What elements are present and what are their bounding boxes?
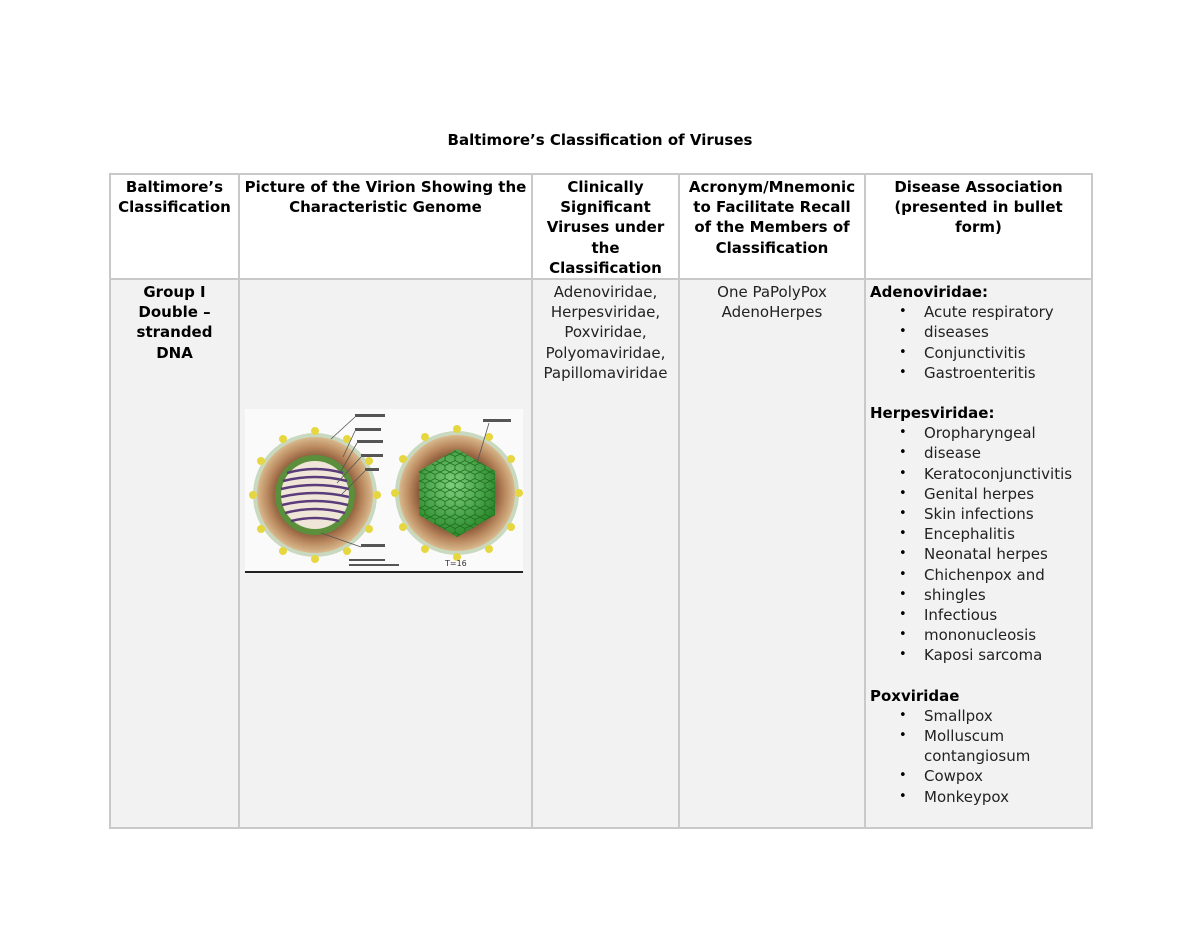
group-line: DNA (156, 343, 193, 362)
bullet-icon: • (899, 526, 907, 542)
header-disease: Disease Association (presented in bullet… (864, 172, 1093, 281)
bullet-icon: • (899, 728, 907, 744)
disease-item-text: mononucleosis (924, 626, 1037, 645)
disease-item-text: Genital herpes (924, 484, 1035, 503)
disease-list: • Oropharyngeal • disease • Keratoconjunctivi… (870, 423, 1087, 665)
bullet-icon: • (899, 768, 907, 784)
disease-item: • Kaposi sarcoma (870, 645, 1087, 665)
disease-item: • Monkeypox (870, 787, 1087, 807)
disease-item-text: Cowpox (924, 767, 984, 786)
bullet-icon: • (899, 445, 907, 461)
mnemonic-line: AdenoHerpes (721, 303, 823, 322)
disease-family-heading: Poxviridae (870, 686, 960, 705)
virion-illustration: T=16 (249, 414, 523, 568)
disease-item-text: Kaposi sarcoma (924, 646, 1043, 665)
disease-list: • Acute respiratory • diseases • Conjunctivit… (870, 302, 1087, 383)
figure-label: T=16 (444, 559, 467, 568)
bullet-icon: • (899, 324, 907, 340)
bullet-icon: • (899, 707, 907, 723)
disease-cell: Adenoviridae:•Acute respiratory•diseases… (864, 278, 1093, 829)
disease-item: • shingles (870, 585, 1087, 605)
disease-item: • Encephalitis (870, 524, 1087, 544)
bullet-icon: • (899, 465, 907, 481)
bullet-icon: • (899, 344, 907, 360)
bullet-icon: • (899, 788, 907, 804)
disease-item: • Cowpox (870, 766, 1087, 786)
disease-item-text: diseases (924, 323, 989, 342)
disease-list: •Smallpox•Molluscum contangiosum•Cowpox•… (870, 706, 1087, 807)
mnemonic-line: One PaPolyPox (717, 283, 827, 302)
bullet-icon: • (899, 627, 907, 643)
disease-item-text: shingles (924, 585, 986, 604)
disease-item: • Skin infections (870, 504, 1087, 524)
bullet-icon: • (899, 506, 907, 522)
disease-item-text: Conjunctivitis (924, 343, 1026, 362)
disease-item-text: Oropharyngeal (924, 424, 1036, 443)
virion-exterior (391, 419, 523, 562)
virion-cross-section (249, 414, 399, 567)
disease-item: • Genital herpes (870, 484, 1087, 504)
document-title: Baltimore’s Classification of Viruses (447, 131, 753, 149)
bullet-icon: • (899, 566, 907, 582)
disease-item: • disease (870, 443, 1087, 463)
disease-item-text: Infectious (924, 606, 998, 625)
disease-item: • Oropharyngeal (870, 423, 1087, 443)
bullet-icon: • (899, 304, 907, 320)
group-cell: Group I Double – stranded DNA (109, 278, 240, 829)
virion-figure: T=16 (245, 409, 523, 574)
bullet-icon: • (899, 425, 907, 441)
disease-item: • Gastroenteritis (870, 363, 1087, 383)
disease-item-text: Gastroenteritis (924, 363, 1036, 382)
disease-item-text: Monkeypox (924, 787, 1009, 806)
disease-block: Herpesviridae: • Oropharyngeal • disease • Ker… (870, 403, 1087, 666)
virus-family: Adenoviridae, (553, 283, 658, 302)
disease-item-text: Keratoconjunctivitis (924, 464, 1073, 483)
group-line: Double – (138, 303, 211, 322)
group-line: stranded (136, 323, 213, 342)
disease-item: • Infectious (870, 605, 1087, 625)
disease-family-heading: Adenoviridae: (870, 283, 988, 302)
picture-cell: T=16 (238, 278, 533, 829)
disease-item: • Keratoconjunctivitis (870, 464, 1087, 484)
disease-item-text: Molluscum contangiosum (924, 727, 1031, 766)
virus-family: Poxviridae, (564, 323, 647, 342)
disease-block: Adenoviridae: • Acute respiratory • diseases… (870, 282, 1087, 383)
bullet-icon: • (899, 546, 907, 562)
disease-item: • Conjunctivitis (870, 343, 1087, 363)
disease-item-text: disease (924, 444, 981, 463)
group-i-row: Group I Double – stranded DNA (109, 278, 1093, 829)
virus-family: Herpesviridae, (550, 303, 661, 322)
bullet-icon: • (899, 586, 907, 602)
group-line: Group I (143, 283, 206, 302)
disease-family-heading: Herpesviridae: (870, 404, 995, 423)
bullet-icon: • (899, 485, 907, 501)
viruses-cell: Adenoviridae, Herpesviridae, Poxviridae,… (531, 278, 680, 829)
header-classification: Baltimore’s Classification (109, 172, 240, 281)
disease-item-text: Encephalitis (924, 525, 1015, 544)
disease-item: • Acute respiratory (870, 302, 1087, 322)
disease-item: • diseases (870, 322, 1087, 342)
disease-item-text: Chichenpox and (924, 565, 1045, 584)
disease-item: • Molluscum contangiosum (870, 726, 1087, 766)
disease-item: • Smallpox (870, 706, 1087, 726)
header-mnemonic: Acronym/Mnemonic to Facilitate Recall of… (678, 172, 866, 281)
classification-table: Baltimore’s Classification Picture of th… (109, 172, 1093, 829)
disease-item: • Neonatal herpes (870, 544, 1087, 564)
disease-item-text: Neonatal herpes (924, 545, 1048, 564)
header-viruses: Clinically Significant Viruses under the… (531, 172, 680, 281)
disease-item: • Chichenpox and (870, 565, 1087, 585)
bullet-icon: • (899, 647, 907, 663)
disease-item-text: Acute respiratory (924, 303, 1054, 322)
disease-block: Poxviridae • Smallpox • Molluscum contangios… (870, 686, 1087, 807)
virus-family: Polyomaviridae, (545, 343, 666, 362)
mnemonic-cell: One PaPolyPox AdenoHerpes (678, 278, 866, 829)
bullet-icon: • (899, 364, 907, 380)
disease-item-text: Smallpox (924, 706, 993, 725)
virus-family: Papillomaviridae (543, 363, 668, 382)
header-row: Baltimore’s Classification Picture of th… (109, 172, 1093, 281)
header-picture: Picture of the Virion Showing the Charac… (238, 172, 533, 281)
bullet-icon: • (899, 607, 907, 623)
disease-item: • mononucleosis (870, 625, 1087, 645)
disease-item-text: Skin infections (924, 505, 1034, 524)
